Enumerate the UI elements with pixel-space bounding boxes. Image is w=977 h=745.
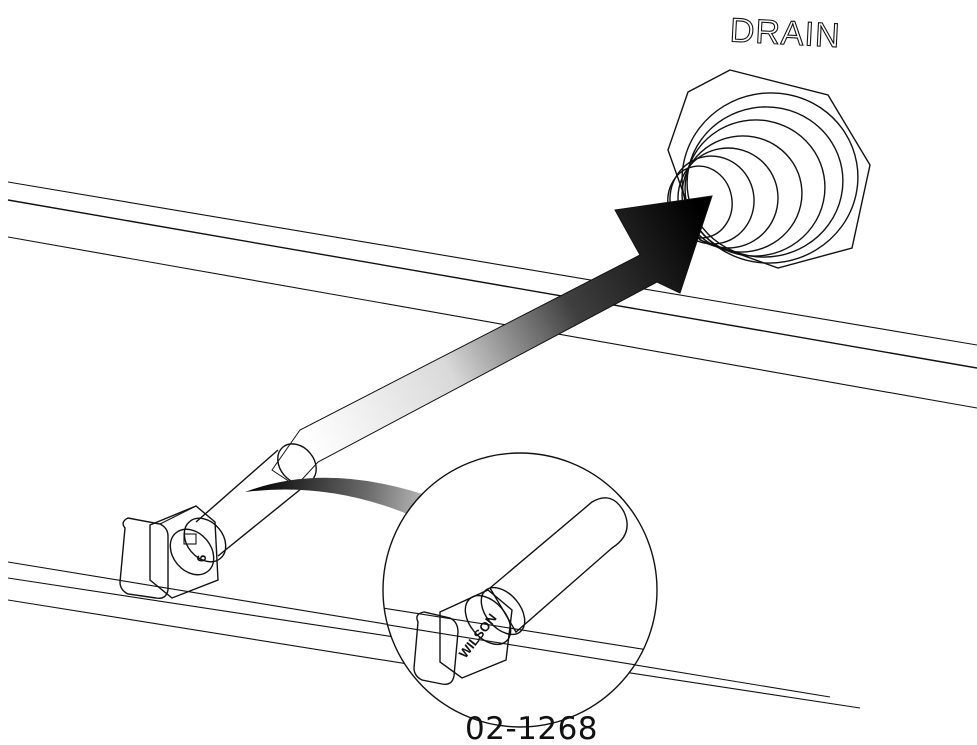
detail-callout-swoosh [245,477,440,525]
drain-label: DRAIN [729,11,842,55]
tube-cap: 6 [119,505,219,600]
drain-tube [169,443,317,576]
part-number-label: 02-1268 [465,711,598,745]
cap-emblem-icon [183,533,197,545]
detail-magnifier: WILSON [382,452,658,728]
insert-direction-arrow [271,195,713,487]
cap-number: 6 [194,555,209,562]
